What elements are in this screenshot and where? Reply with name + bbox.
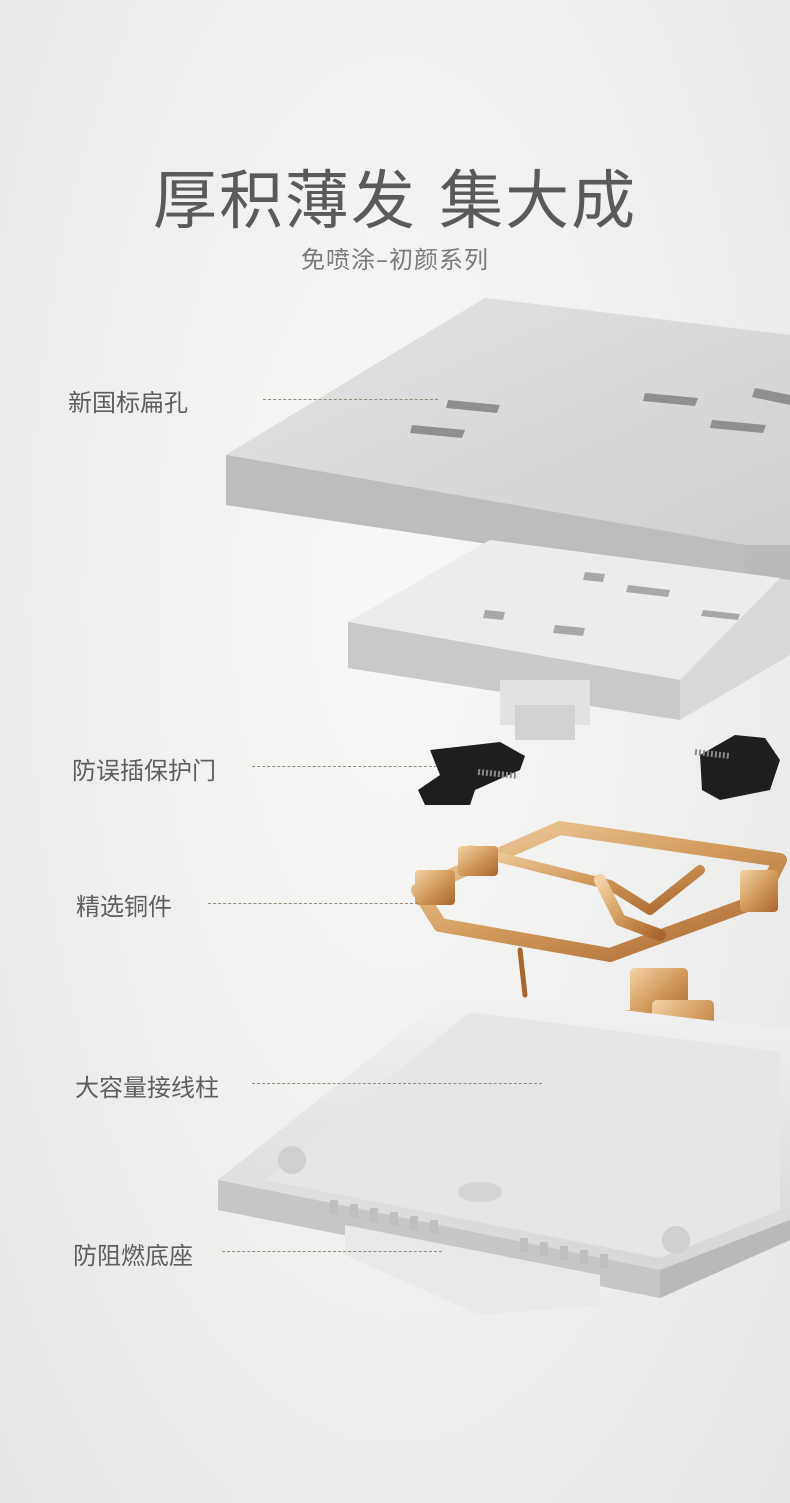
page-subtitle: 免喷涂–初颜系列 <box>301 246 489 274</box>
inner-frame <box>348 540 790 740</box>
base-housing <box>218 990 790 1315</box>
label-base: 防阻燃底座 <box>73 1242 193 1270</box>
label-terminal: 大容量接线柱 <box>75 1074 219 1102</box>
leader-line-copper <box>208 903 418 904</box>
label-shutter: 防误插保护门 <box>72 757 216 785</box>
label-flat-holes: 新国标扁孔 <box>68 389 188 417</box>
leader-line-terminal <box>252 1083 542 1084</box>
face-plate <box>226 298 790 582</box>
shutter-right <box>694 735 780 800</box>
leader-line-base <box>222 1251 442 1252</box>
page-title: 厚积薄发 集大成 <box>152 165 638 239</box>
leader-line-shutter <box>252 766 437 767</box>
copper-bracket-left <box>415 846 778 912</box>
label-copper: 精选铜件 <box>76 893 172 921</box>
leader-line-flat-holes <box>263 399 438 400</box>
shutter-left <box>418 742 525 805</box>
